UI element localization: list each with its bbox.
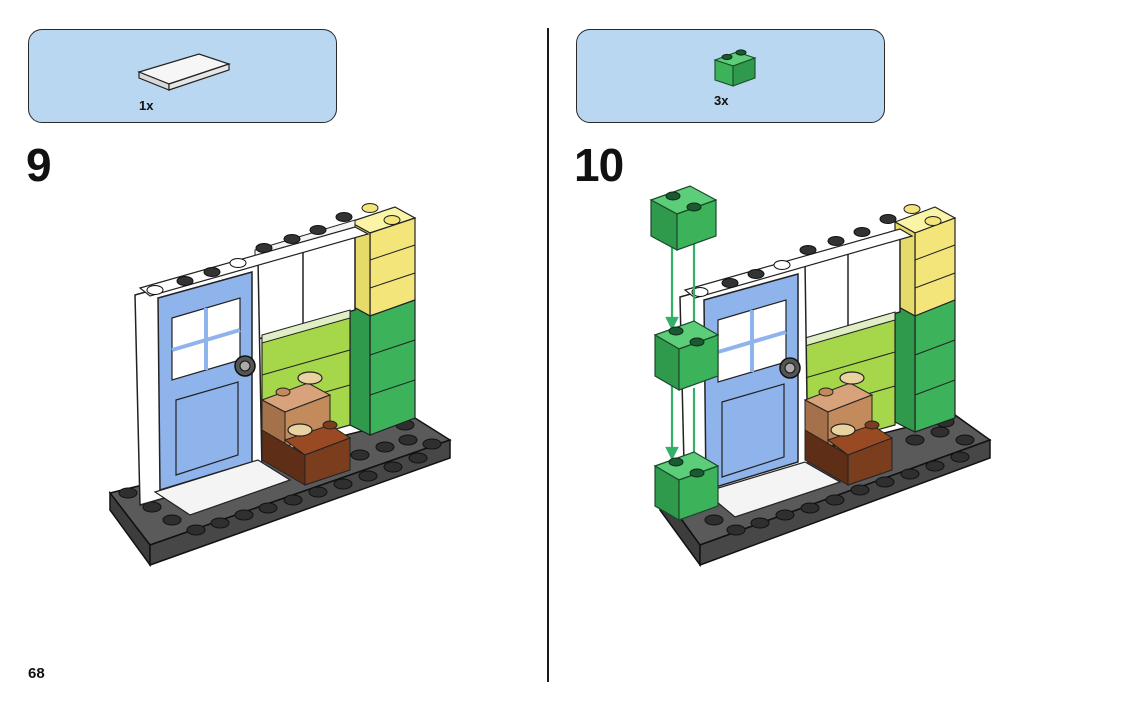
page-number: 68	[28, 665, 45, 682]
white-tile-1x2-icon	[137, 53, 231, 91]
green-brick-middle	[653, 320, 720, 392]
yellow-green-column	[893, 204, 957, 433]
door-step	[153, 459, 292, 516]
step-10-parts-box: 3x	[576, 29, 885, 123]
green-brick-1x2-icon	[713, 49, 757, 87]
door-step	[703, 461, 842, 518]
top-row	[683, 214, 914, 299]
step-10-illustration	[649, 185, 992, 568]
step-10-part-qty: 3x	[714, 93, 729, 108]
page-divider	[547, 28, 549, 682]
green-brick-top	[649, 185, 718, 252]
door	[134, 259, 263, 506]
tan-brown-bricks	[803, 371, 894, 486]
step-10-number: 10	[574, 139, 624, 191]
step-9-part-qty: 1x	[139, 98, 154, 113]
step-9-illustration	[108, 203, 452, 568]
step-9-parts-box: 1x	[28, 29, 337, 123]
door	[679, 261, 809, 506]
tan-brown-bricks	[260, 371, 352, 486]
green-brick-bottom	[653, 451, 720, 522]
top-row	[138, 212, 370, 297]
step-9-number: 9	[26, 139, 52, 191]
